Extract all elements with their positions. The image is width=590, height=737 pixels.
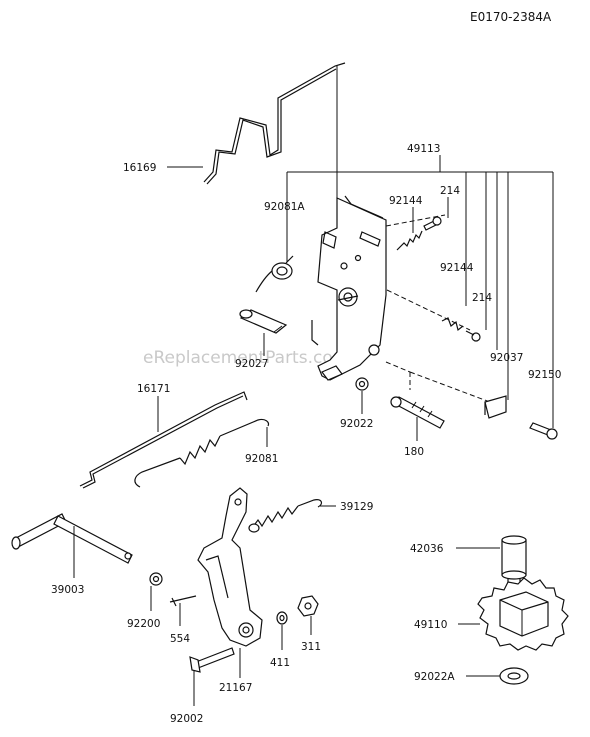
label-92144-upper: 92144 (389, 195, 423, 207)
label-39129: 39129 (340, 501, 373, 513)
spring-92081A (255, 255, 294, 293)
watermark-text: eReplacementParts.com (143, 348, 349, 368)
choke-wire-16171 (79, 391, 248, 489)
clip-92037 (484, 395, 507, 419)
gear-49110 (477, 577, 569, 651)
label-92037: 92037 (490, 352, 523, 364)
label-92144-lower: 92144 (440, 262, 474, 274)
label-49110: 49110 (414, 619, 447, 631)
label-214-lower: 214 (472, 292, 492, 304)
control-panel-plate (311, 195, 387, 381)
label-92150: 92150 (528, 369, 561, 381)
label-92027: 92027 (235, 358, 268, 370)
pin-554 (169, 595, 197, 607)
label-92200: 92200 (127, 618, 160, 630)
label-214-upper: 214 (440, 185, 460, 197)
washer-92200 (149, 572, 163, 586)
label-92081: 92081 (245, 453, 278, 465)
label-21167: 21167 (219, 682, 252, 694)
screw-92002 (189, 647, 235, 673)
washer-92022A (499, 667, 529, 685)
spring-92144-lower (441, 317, 464, 332)
diagram-code: E0170-2384A (470, 10, 552, 24)
pin-92027 (239, 309, 288, 334)
washer-92022 (355, 377, 369, 391)
label-49113: 49113 (407, 143, 440, 155)
knob-shaft-42036 (501, 535, 527, 595)
label-39003: 39003 (51, 584, 84, 596)
label-42036: 42036 (410, 543, 444, 555)
label-180: 180 (404, 446, 424, 458)
label-16169: 16169 (123, 162, 156, 174)
lever-21167 (197, 487, 263, 647)
spring-92144-upper (396, 230, 423, 251)
shaft-39003 (11, 513, 133, 564)
bolt-180 (390, 396, 445, 429)
spring-92081 (134, 418, 270, 488)
bolt-92150 (529, 422, 558, 440)
label-92002: 92002 (170, 713, 203, 725)
label-411: 411 (270, 657, 290, 669)
label-92022: 92022 (340, 418, 373, 430)
label-92022A: 92022A (414, 671, 455, 683)
label-92081A: 92081A (264, 201, 305, 213)
throttle-wire-16169 (203, 62, 346, 185)
label-16171: 16171 (137, 383, 170, 395)
screw-214-lower (465, 330, 481, 342)
washer-411 (276, 611, 288, 625)
label-554: 554 (170, 633, 190, 645)
nut-311 (297, 595, 319, 617)
spring-39129 (248, 499, 323, 533)
screw-214-upper (423, 216, 442, 231)
label-311: 311 (301, 641, 321, 653)
